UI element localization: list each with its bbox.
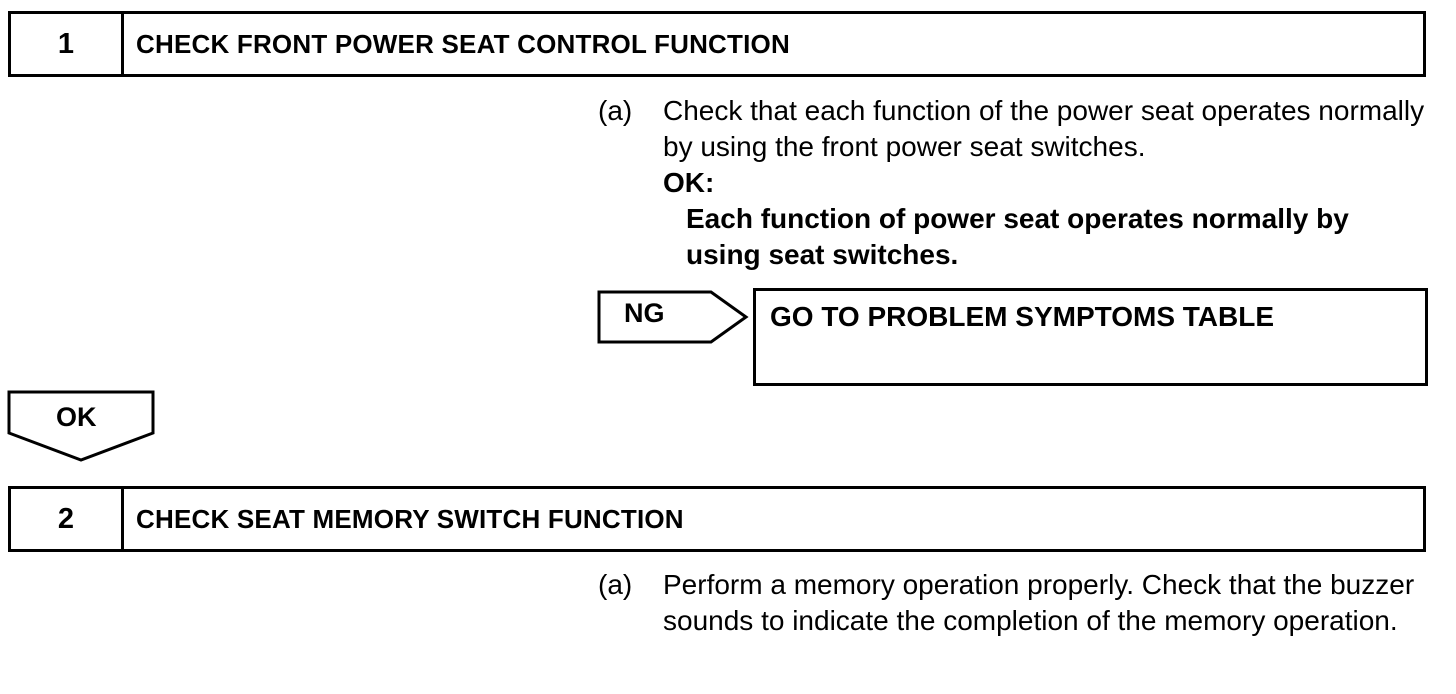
- ng-result-box: GO TO PROBLEM SYMPTOMS TABLE: [753, 288, 1428, 386]
- step-2-item-marker: (a): [598, 569, 633, 600]
- ok-arrow-down-icon: [7, 390, 155, 462]
- ok-flow-label: OK: [56, 402, 97, 432]
- step-2-title: CHECK SEAT MEMORY SWITCH FUNCTION: [136, 503, 684, 534]
- step-2-number: 2: [11, 489, 124, 549]
- step-2-header: 2 CHECK SEAT MEMORY SWITCH FUNCTION: [8, 486, 1426, 552]
- step-1-ok-label: OK:: [663, 167, 715, 198]
- step-1-item-text: Check that each function of the power se…: [663, 95, 1425, 162]
- step-1-title: CHECK FRONT POWER SEAT CONTROL FUNCTION: [136, 28, 790, 59]
- ng-arrow-icon: [597, 290, 749, 344]
- step-1-ok-criteria: Each function of power seat operates nor…: [686, 203, 1349, 270]
- step-1-instructions: (a) Check that each function of the powe…: [598, 93, 1428, 273]
- step-2-item-text: Perform a memory operation properly. Che…: [663, 569, 1415, 636]
- step-1-number: 1: [11, 14, 124, 74]
- step-1-item-marker: (a): [598, 95, 633, 126]
- ng-label: NG: [624, 298, 665, 328]
- ng-result-text: GO TO PROBLEM SYMPTOMS TABLE: [770, 301, 1275, 332]
- step-2-instructions: (a) Perform a memory operation properly.…: [598, 567, 1428, 639]
- step-1-header: 1 CHECK FRONT POWER SEAT CONTROL FUNCTIO…: [8, 11, 1426, 77]
